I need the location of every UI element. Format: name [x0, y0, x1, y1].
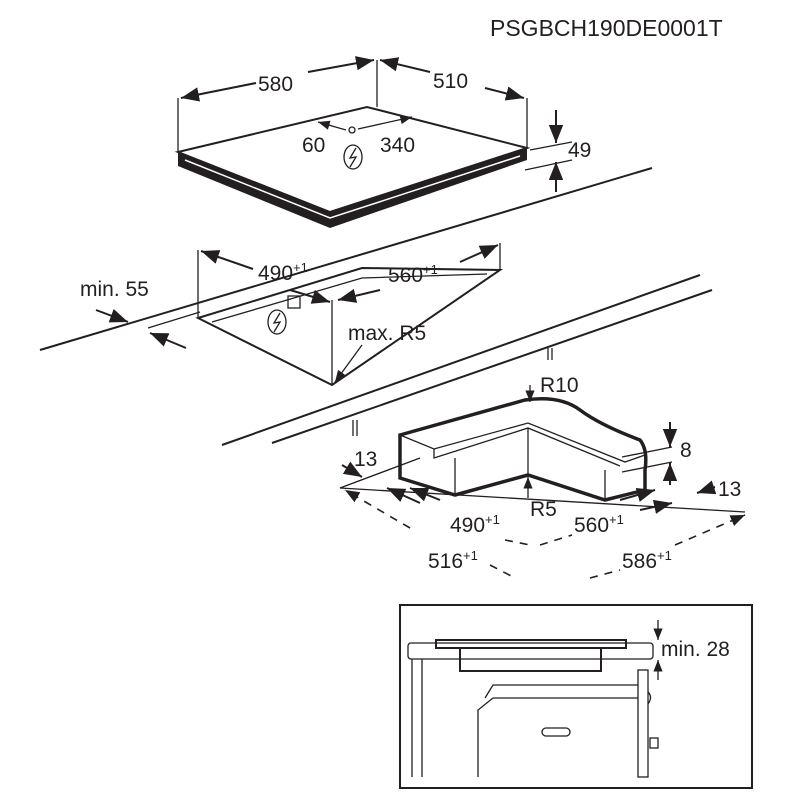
cutout-width-label: 490+1: [258, 260, 308, 285]
ledge-height-label: 8: [680, 439, 692, 462]
inner-radius-label: R5: [530, 498, 557, 521]
outer-width-label: 516+1: [428, 548, 478, 573]
document-code: PSGBCH190DE0001T: [490, 15, 723, 41]
corner-radius-label: max. R5: [348, 322, 426, 345]
lightning-icon: [343, 144, 363, 170]
min-front-distance-label: min. 55: [80, 278, 149, 301]
outer-radius-label: R10: [540, 374, 579, 397]
inner-width-label: 490+1: [450, 512, 500, 537]
ledge-right-label: 13: [718, 478, 741, 501]
flush-frame-drawing: [221, 274, 746, 579]
ledge-left-label: 13: [354, 448, 377, 471]
lightning-icon: [267, 309, 287, 335]
min-thickness-label: min. 28: [661, 638, 730, 661]
inner-depth-label: 560+1: [574, 512, 624, 537]
hob-drawing: [174, 56, 573, 228]
hob-depth-label: 510: [433, 70, 468, 93]
section-view: [399, 604, 753, 789]
worktop-cutout-drawing: [39, 167, 653, 387]
outer-depth-label: 586+1: [622, 548, 672, 573]
hob-width-label: 580: [258, 73, 293, 96]
connection-right-label: 340: [380, 134, 415, 157]
cutout-depth-label: 560+1: [388, 262, 438, 287]
connection-left-label: 60: [302, 134, 325, 157]
hob-height-label: 49: [568, 139, 591, 162]
